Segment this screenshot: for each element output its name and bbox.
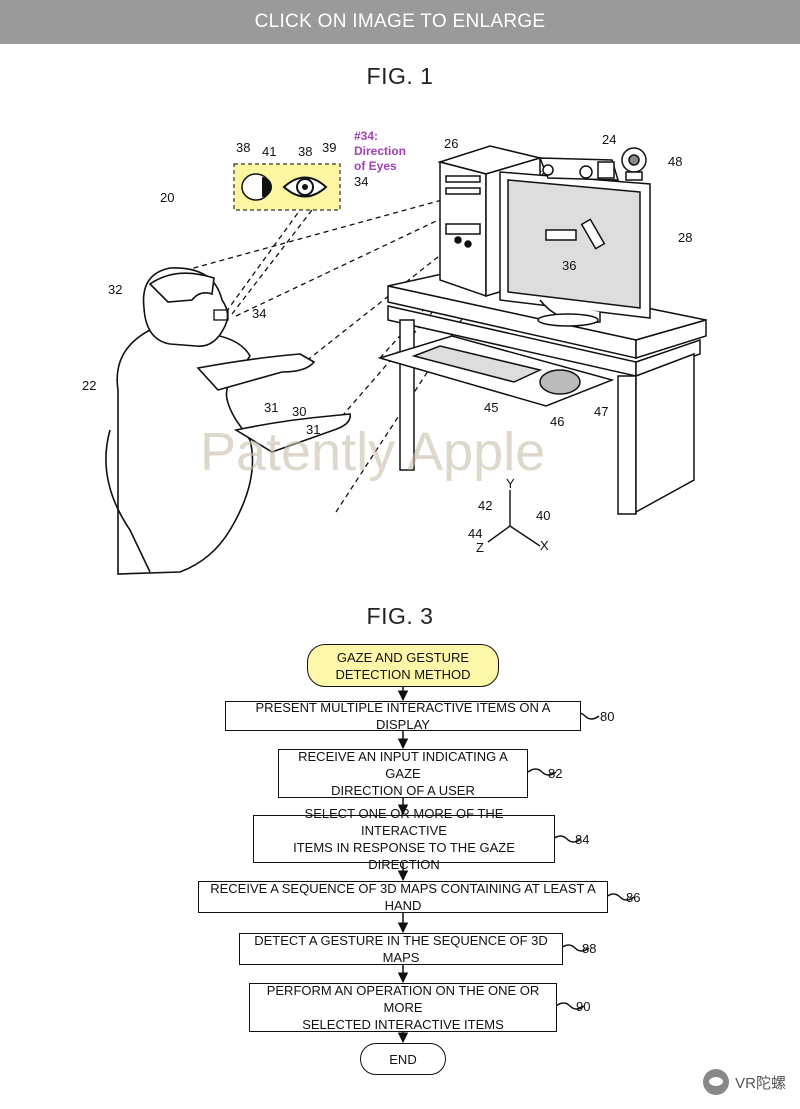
wechat-icon — [703, 1069, 730, 1095]
ref-38a: 38 — [236, 140, 250, 155]
ref-39: 39 — [322, 140, 336, 155]
axes — [487, 490, 541, 547]
step-88-line1: DETECT A GESTURE IN THE SEQUENCE OF 3D M… — [254, 933, 548, 965]
step-80-box: PRESENT MULTIPLE INTERACTIVE ITEMS ON A … — [225, 700, 581, 732]
ref-42: 42 — [478, 498, 492, 513]
step-84-line2: ITEMS IN RESPONSE TO THE GAZE DIRECTION — [293, 840, 515, 872]
ref-24: 24 — [602, 132, 616, 147]
axis-z: Z — [476, 540, 484, 555]
ref-47: 47 — [594, 404, 608, 419]
source-logo: VR陀螺 — [703, 1069, 786, 1095]
ref-45: 45 — [484, 400, 498, 415]
step-82-box: RECEIVE AN INPUT INDICATING A GAZE DIREC… — [278, 749, 528, 798]
monitor — [499, 171, 651, 327]
ref-44: 44 — [468, 526, 482, 541]
step-82-line1: RECEIVE AN INPUT INDICATING A GAZE — [298, 749, 508, 781]
ref-36: 36 — [562, 258, 576, 273]
step-90-number: 90 — [576, 999, 591, 1014]
start-terminal: GAZE AND GESTURE DETECTION METHOD — [307, 644, 499, 687]
ref-46: 46 — [550, 414, 564, 429]
fig3-title: FIG. 3 — [366, 603, 434, 629]
ref-38b: 38 — [298, 144, 312, 159]
webcam — [621, 147, 647, 181]
axis-y: Y — [506, 476, 515, 491]
glasses — [213, 309, 229, 321]
sensor-device — [538, 157, 620, 181]
annotation-line3: of Eyes — [354, 159, 397, 173]
ref-28: 28 — [678, 230, 692, 245]
axis-x: X — [540, 538, 549, 553]
fig1-title: FIG. 1 — [366, 63, 434, 89]
ref-34a: 34 — [354, 174, 368, 189]
start-line2: DETECTION METHOD — [335, 666, 471, 682]
step-84-line1: SELECT ONE OR MORE OF THE INTERACTIVE — [304, 806, 504, 838]
step-90-line1: PERFORM AN OPERATION ON THE ONE OR MORE — [266, 983, 540, 1015]
ref-26: 26 — [444, 136, 458, 151]
ref-20: 20 — [160, 190, 174, 205]
ref-30: 30 — [292, 404, 306, 419]
annotation-line2: Direction — [354, 144, 406, 158]
annotation-line1: #34: — [354, 129, 378, 143]
ref-40: 40 — [536, 508, 550, 523]
watermark: Patently Apple — [200, 422, 545, 482]
ref-48: 48 — [668, 154, 682, 169]
fig1-illustration: #34: Direction of Eyes — [82, 129, 707, 575]
ref-31b: 31 — [306, 422, 320, 437]
ref-34b: 34 — [252, 306, 266, 321]
step-84-number: 84 — [575, 832, 590, 847]
step-86-line1: RECEIVE A SEQUENCE OF 3D MAPS CONTAINING… — [210, 881, 596, 913]
step-80-number: 80 — [600, 709, 615, 724]
start-line1: GAZE AND GESTURE — [336, 649, 470, 665]
open-eye-icon — [282, 176, 328, 198]
logo-text: VR陀螺 — [735, 1074, 786, 1092]
ref-31a: 31 — [264, 400, 278, 415]
step-84-box: SELECT ONE OR MORE OF THE INTERACTIVE IT… — [253, 806, 555, 872]
step-88-box: DETECT A GESTURE IN THE SEQUENCE OF 3D M… — [239, 933, 563, 965]
ref-41: 41 — [262, 144, 276, 159]
step-82-number: 82 — [548, 766, 563, 781]
ref-32: 32 — [108, 282, 122, 297]
closed-eye-icon — [241, 173, 272, 201]
enlarge-image-bar[interactable]: CLICK ON IMAGE TO ENLARGE — [0, 0, 800, 44]
step-86-number: 86 — [626, 890, 641, 905]
step-80-line1: PRESENT MULTIPLE INTERACTIVE ITEMS ON A … — [255, 700, 551, 732]
step-90-line2: SELECTED INTERACTIVE ITEMS — [302, 1017, 504, 1032]
ref-22: 22 — [82, 378, 96, 393]
enlarge-label: CLICK ON IMAGE TO ENLARGE — [254, 11, 546, 32]
end-terminal: END — [360, 1043, 446, 1075]
end-label: END — [389, 1051, 417, 1067]
step-88-number: 88 — [582, 941, 597, 956]
step-82-line2: DIRECTION OF A USER — [331, 783, 475, 798]
step-90-box: PERFORM AN OPERATION ON THE ONE OR MORE … — [249, 983, 557, 1032]
step-86-box: RECEIVE A SEQUENCE OF 3D MAPS CONTAINING… — [198, 881, 608, 913]
